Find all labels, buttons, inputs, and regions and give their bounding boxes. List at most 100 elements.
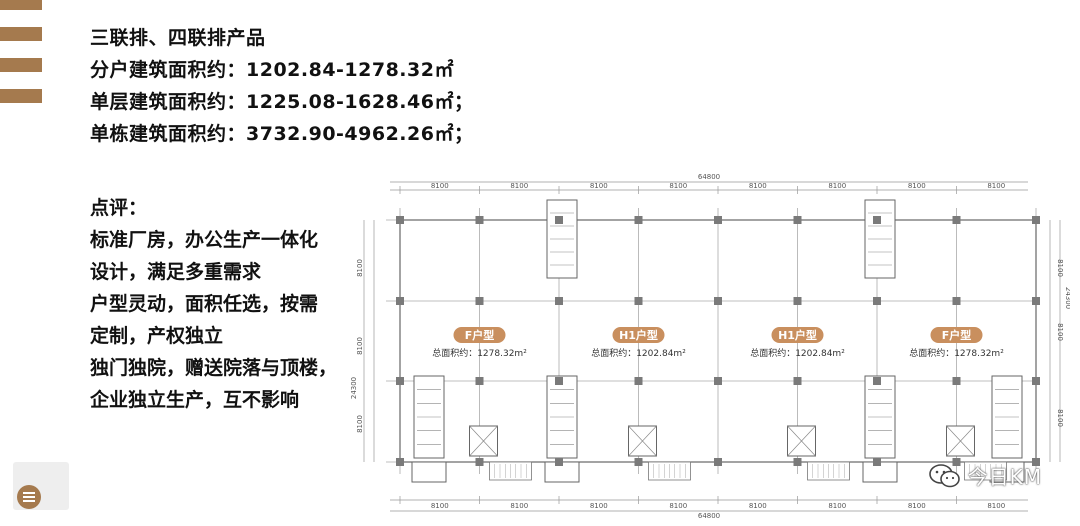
column xyxy=(714,458,722,466)
lift-cross xyxy=(628,425,657,457)
product-specs: 三联排、四联排产品 分户建筑面积约：1202.84-1278.32㎡ 单层建筑面… xyxy=(90,22,473,150)
bay-dimension: 8100 xyxy=(749,182,767,190)
left-dimension: 8100 xyxy=(356,415,364,433)
column xyxy=(1032,297,1040,305)
bay-dimension: 8100 xyxy=(510,502,528,510)
unit-total-area: 总面积约：1278.32m² xyxy=(909,347,1004,359)
unit-type: H1户型 xyxy=(778,328,817,342)
unit-type-badge xyxy=(453,327,506,343)
right-dimension: 8100 xyxy=(1056,323,1064,341)
column xyxy=(634,377,643,385)
floor-plan: 64800 8100 8100 8100 8100 8100 8100 8100 8100 8… xyxy=(350,168,1072,520)
watermark-text: 今日KM xyxy=(967,465,1042,489)
bay-dimension: 8100 xyxy=(749,502,767,510)
column xyxy=(475,377,484,385)
bay-dimension: 8100 xyxy=(987,502,1005,510)
column xyxy=(952,377,961,385)
lift-shaft xyxy=(946,425,975,457)
watermark: 今日KM xyxy=(928,461,1042,490)
bay-dimension: 8100 xyxy=(669,182,687,190)
column xyxy=(475,216,484,224)
unit-total-area: 总面积约：1278.32m² xyxy=(432,347,527,359)
decorative-bar xyxy=(0,0,42,10)
column xyxy=(555,377,563,385)
column xyxy=(952,297,961,305)
bay-dimension: 8100 xyxy=(828,502,846,510)
column xyxy=(396,216,404,224)
unit-area-spec: 分户建筑面积约：1202.84-1278.32㎡ xyxy=(90,59,454,81)
column xyxy=(714,297,722,305)
column xyxy=(793,458,802,466)
review-section: 点评： 标准厂房，办公生产一体化 设计，满足多重需求 户型灵动，面积任选，按需 … xyxy=(90,192,337,416)
right-dimension: 8100 xyxy=(1056,409,1064,427)
left-dimension: 8100 xyxy=(356,337,364,355)
right-total-dimension: 24300 xyxy=(1064,287,1070,309)
bay-dimension: 8100 xyxy=(908,502,926,510)
column xyxy=(793,297,802,305)
lift-shaft xyxy=(787,425,816,457)
building-area-spec: 单栋建筑面积约：3732.90-4962.26㎡； xyxy=(90,123,474,145)
lift-cross xyxy=(787,425,816,457)
bay-dimension: 8100 xyxy=(590,502,608,510)
bottom-total-dimension: 64800 xyxy=(698,512,720,520)
unit-type: H1户型 xyxy=(619,328,658,342)
column xyxy=(793,377,802,385)
column xyxy=(1032,377,1040,385)
bay-dimension: 8100 xyxy=(828,182,846,190)
column xyxy=(396,458,404,466)
column xyxy=(1032,216,1040,224)
column xyxy=(1032,458,1040,466)
left-dimension: 8100 xyxy=(356,259,364,277)
review-heading: 点评： xyxy=(90,197,148,219)
column xyxy=(634,458,643,466)
column xyxy=(714,216,722,224)
lift-shaft xyxy=(628,425,657,457)
bay-dimension: 8100 xyxy=(510,182,528,190)
column xyxy=(873,297,881,305)
column xyxy=(873,377,881,385)
right-dimension: 8100 xyxy=(1056,259,1064,277)
left-total-dimension: 24300 xyxy=(350,377,358,399)
review-line: 户型灵动，面积任选，按需 xyxy=(90,293,319,315)
column xyxy=(396,297,404,305)
bay-dimension: 8100 xyxy=(669,502,687,510)
lift-cross xyxy=(946,425,975,457)
column xyxy=(952,216,961,224)
review-line: 独门独院，赠送院落与顶楼， xyxy=(90,357,338,379)
bay-dimension: 8100 xyxy=(908,182,926,190)
unit-total-area: 总面积约：1202.84m² xyxy=(750,347,845,359)
lift-cross xyxy=(469,425,498,457)
book-icon[interactable] xyxy=(17,485,41,509)
bay-dimension: 8100 xyxy=(590,182,608,190)
column xyxy=(475,297,484,305)
column xyxy=(475,458,484,466)
column xyxy=(555,216,563,224)
entrance-porch xyxy=(411,461,447,483)
decorative-bar xyxy=(0,58,42,72)
column xyxy=(714,377,722,385)
column xyxy=(873,458,881,466)
column xyxy=(555,297,563,305)
column xyxy=(793,216,802,224)
bay-dimension: 8100 xyxy=(431,182,449,190)
review-line: 企业独立生产，互不影响 xyxy=(90,389,300,411)
column xyxy=(555,458,563,466)
unit-type: F户型 xyxy=(465,328,495,342)
wechat-icon xyxy=(928,463,960,487)
unit-type-badge xyxy=(771,327,824,343)
column xyxy=(952,458,961,466)
unit-total-area: 总面积约：1202.84m² xyxy=(591,347,686,359)
lift-shaft xyxy=(469,425,498,457)
bay-dimension: 8100 xyxy=(431,502,449,510)
floor-area-spec: 单层建筑面积约：1225.08-1628.46㎡； xyxy=(90,91,474,113)
review-line: 标准厂房，办公生产一体化 xyxy=(90,229,319,251)
bay-dimension: 8100 xyxy=(987,182,1005,190)
column xyxy=(634,216,643,224)
review-line: 定制，产权独立 xyxy=(90,325,224,347)
column xyxy=(873,216,881,224)
floor-plan-drawing: 64800 8100 8100 8100 8100 8100 8100 8100 8100 8… xyxy=(350,173,1072,520)
